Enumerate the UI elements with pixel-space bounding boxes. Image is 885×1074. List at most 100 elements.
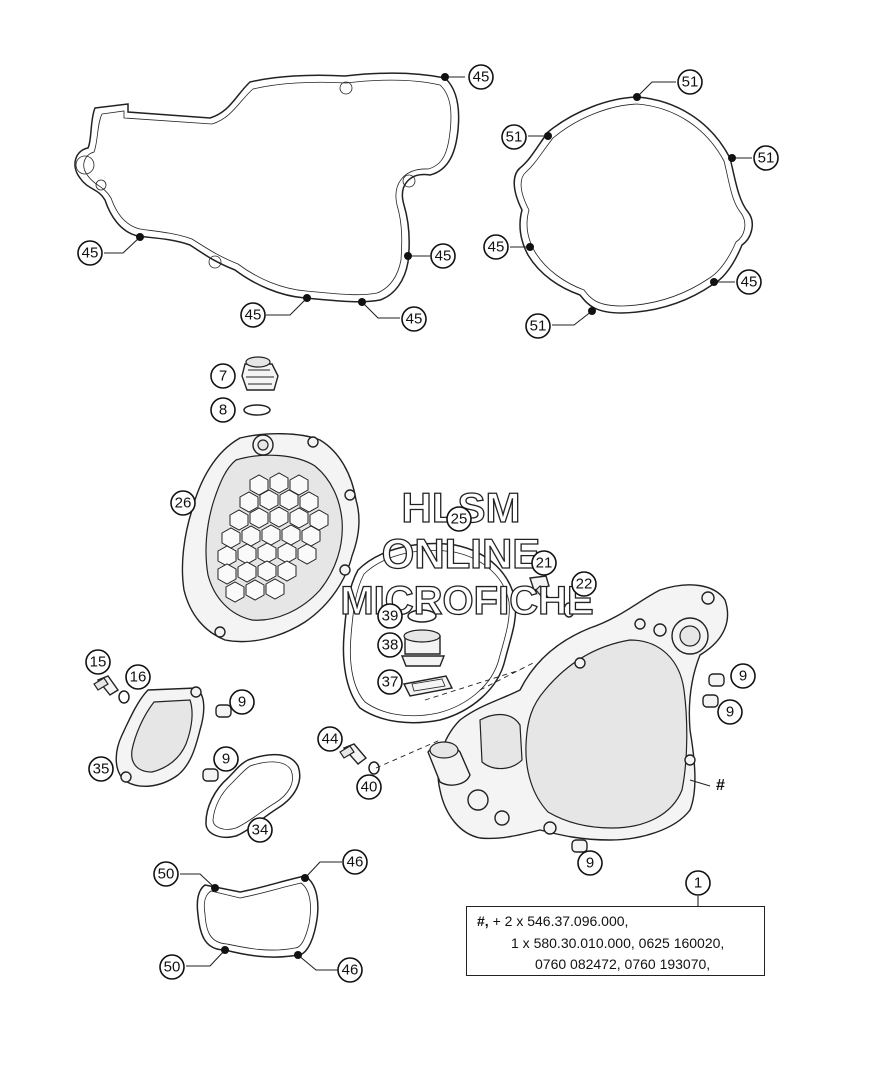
leader-lines — [104, 73, 752, 971]
watermark: HLSM ONLINE MICROFICHE — [340, 483, 595, 623]
callout-40: 40 — [356, 774, 382, 800]
clutch-gasket-25 — [342, 542, 517, 724]
svg-text:50: 50 — [158, 866, 175, 883]
callout-51-c: 51 — [753, 145, 779, 171]
callout-45-b: 45 — [77, 240, 103, 266]
callout-37: 37 — [377, 669, 403, 695]
svg-text:45: 45 — [488, 239, 505, 256]
svg-text:46: 46 — [347, 854, 364, 871]
callout-51-a: 51 — [677, 69, 703, 95]
o-ring-8 — [243, 404, 271, 416]
svg-text:25: 25 — [451, 511, 468, 528]
water-pump-cover-35 — [115, 686, 205, 787]
callout-45-f: 45 — [483, 234, 509, 260]
svg-text:45: 45 — [473, 69, 490, 86]
ignition-cover-main — [427, 584, 729, 841]
svg-text:51: 51 — [530, 318, 547, 335]
bolt-15 — [93, 675, 120, 696]
callout-9-e: 9 — [577, 850, 603, 876]
svg-text:45: 45 — [245, 307, 262, 324]
washer-40 — [368, 761, 380, 775]
note-line-2: 1 x 580.30.010.000, 0625 160020, — [511, 935, 725, 951]
svg-text:51: 51 — [758, 150, 775, 167]
dowel-pins-9 — [202, 673, 725, 853]
callout-51-d: 51 — [525, 313, 551, 339]
svg-text:38: 38 — [382, 637, 399, 654]
cover-hex-mesh — [217, 472, 329, 603]
callout-7: 7 — [210, 363, 236, 389]
callout-9-b: 9 — [213, 746, 239, 772]
svg-text:9: 9 — [222, 751, 230, 768]
seal-38 — [400, 629, 446, 667]
callout-9-a: 9 — [229, 689, 255, 715]
svg-text:9: 9 — [586, 855, 594, 872]
svg-text:34: 34 — [252, 822, 269, 839]
callout-46-a: 46 — [342, 849, 368, 875]
callout-44: 44 — [317, 726, 343, 752]
svg-text:8: 8 — [219, 402, 227, 419]
svg-text:40: 40 — [361, 779, 378, 796]
watermark-line2: ONLINE — [382, 530, 541, 577]
svg-text:7: 7 — [219, 368, 227, 385]
svg-text:1: 1 — [694, 875, 702, 892]
svg-text:45: 45 — [406, 311, 423, 328]
svg-text:45: 45 — [741, 274, 758, 291]
callout-51-b: 51 — [501, 124, 527, 150]
callout-25: 25 — [446, 506, 472, 532]
svg-text:39: 39 — [382, 608, 399, 625]
callout-45-g: 45 — [736, 269, 762, 295]
svg-text:16: 16 — [130, 669, 147, 686]
note-line-1: #, + 2 x 546.37.096.000, — [477, 913, 628, 929]
svg-text:15: 15 — [90, 654, 107, 671]
clutch-cover-26 — [181, 433, 360, 643]
svg-text:35: 35 — [93, 761, 110, 778]
oil-plug-7 — [241, 356, 279, 391]
svg-text:22: 22 — [576, 576, 593, 593]
svg-text:26: 26 — [175, 495, 192, 512]
svg-text:50: 50 — [164, 959, 181, 976]
callout-50-a: 50 — [153, 861, 179, 887]
svg-text:45: 45 — [82, 245, 99, 262]
callout-38: 38 — [377, 632, 403, 658]
gasket-37 — [402, 675, 454, 697]
callout-39: 39 — [377, 603, 403, 629]
gasket-51-round — [513, 96, 754, 314]
svg-text:44: 44 — [322, 731, 339, 748]
callout-35: 35 — [88, 756, 114, 782]
assembly-note-box: #, + 2 x 546.37.096.000, 1 x 580.30.010.… — [466, 906, 765, 976]
note-line-1-text: + 2 x 546.37.096.000, — [488, 913, 629, 929]
callout-15: 15 — [85, 649, 111, 675]
svg-text:51: 51 — [682, 74, 699, 91]
callout-1: 1 — [685, 870, 711, 896]
washer-22 — [563, 602, 575, 618]
svg-text:51: 51 — [506, 129, 523, 146]
callout-9-d: 9 — [717, 699, 743, 725]
assembly-guide-lines — [375, 661, 536, 769]
callout-45-e: 45 — [401, 306, 427, 332]
callout-8: 8 — [210, 397, 236, 423]
svg-text:9: 9 — [726, 704, 734, 721]
svg-text:9: 9 — [739, 668, 747, 685]
callout-45-a: 45 — [468, 64, 494, 90]
svg-text:45: 45 — [435, 248, 452, 265]
callout-26: 26 — [170, 490, 196, 516]
callout-45-d: 45 — [240, 302, 266, 328]
callout-45-c: 45 — [430, 243, 456, 269]
svg-text:46: 46 — [342, 962, 359, 979]
note-line-3: 0760 082472, 0760 193070, — [535, 956, 711, 972]
callout-16: 16 — [125, 664, 151, 690]
svg-text:21: 21 — [536, 555, 553, 572]
note-hash: #, — [477, 913, 489, 929]
callout-22: 22 — [571, 571, 597, 597]
callout-50-b: 50 — [159, 954, 185, 980]
o-ring-39 — [407, 609, 437, 623]
hash-mark: # — [716, 777, 725, 794]
callout-9-c: 9 — [730, 663, 756, 689]
svg-text:9: 9 — [238, 694, 246, 711]
callout-34: 34 — [247, 817, 273, 843]
svg-text:37: 37 — [382, 674, 399, 691]
callout-46-b: 46 — [337, 957, 363, 983]
pump-gasket-34 — [205, 753, 301, 838]
gasket-45-outer — [74, 72, 460, 303]
